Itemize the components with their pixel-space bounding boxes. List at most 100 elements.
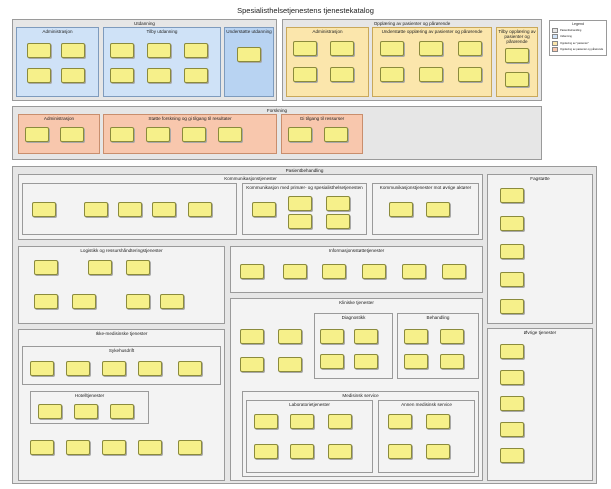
service-element[interactable]: [88, 260, 112, 275]
service-element[interactable]: [293, 67, 317, 82]
service-element[interactable]: [32, 202, 56, 217]
service-element[interactable]: [102, 361, 126, 376]
service-element[interactable]: [426, 444, 450, 459]
service-element[interactable]: [147, 68, 171, 83]
service-element[interactable]: [160, 294, 184, 309]
service-element[interactable]: [182, 127, 206, 142]
service-element[interactable]: [252, 202, 276, 217]
service-element[interactable]: [74, 404, 98, 419]
service-element[interactable]: [380, 67, 404, 82]
service-element[interactable]: [500, 272, 524, 287]
service-element[interactable]: [458, 67, 482, 82]
service-element[interactable]: [34, 294, 58, 309]
service-element[interactable]: [184, 43, 208, 58]
service-element[interactable]: [126, 260, 150, 275]
service-element[interactable]: [440, 354, 464, 369]
service-element[interactable]: [290, 444, 314, 459]
service-element[interactable]: [328, 444, 352, 459]
service-element[interactable]: [240, 329, 264, 344]
service-element[interactable]: [426, 202, 450, 217]
service-element[interactable]: [110, 127, 134, 142]
service-element[interactable]: [138, 440, 162, 455]
service-element[interactable]: [402, 264, 426, 279]
service-element[interactable]: [404, 354, 428, 369]
service-element[interactable]: [404, 329, 428, 344]
service-element[interactable]: [110, 404, 134, 419]
service-element[interactable]: [330, 67, 354, 82]
service-element[interactable]: [184, 68, 208, 83]
service-element[interactable]: [362, 264, 386, 279]
service-element[interactable]: [440, 329, 464, 344]
service-element[interactable]: [326, 214, 350, 229]
service-element[interactable]: [118, 202, 142, 217]
service-element[interactable]: [500, 370, 524, 385]
service-element[interactable]: [290, 414, 314, 429]
service-element[interactable]: [102, 440, 126, 455]
service-element[interactable]: [240, 264, 264, 279]
service-element[interactable]: [389, 202, 413, 217]
service-element[interactable]: [328, 414, 352, 429]
service-element[interactable]: [326, 196, 350, 211]
service-element[interactable]: [60, 127, 84, 142]
service-element[interactable]: [500, 344, 524, 359]
service-element[interactable]: [188, 202, 212, 217]
service-element[interactable]: [500, 396, 524, 411]
service-element[interactable]: [84, 202, 108, 217]
service-element[interactable]: [27, 68, 51, 83]
service-element[interactable]: [293, 41, 317, 56]
service-element[interactable]: [419, 67, 443, 82]
service-element[interactable]: [38, 404, 62, 419]
service-element[interactable]: [388, 444, 412, 459]
service-element[interactable]: [442, 264, 466, 279]
service-element[interactable]: [505, 72, 529, 87]
service-element[interactable]: [218, 127, 242, 142]
service-element[interactable]: [322, 264, 346, 279]
service-element[interactable]: [320, 354, 344, 369]
service-element[interactable]: [288, 127, 312, 142]
service-element[interactable]: [500, 216, 524, 231]
service-element[interactable]: [66, 440, 90, 455]
service-element[interactable]: [237, 47, 261, 62]
service-element[interactable]: [27, 43, 51, 58]
service-element[interactable]: [110, 68, 134, 83]
service-element[interactable]: [278, 329, 302, 344]
service-element[interactable]: [283, 264, 307, 279]
service-element[interactable]: [320, 329, 344, 344]
service-element[interactable]: [288, 196, 312, 211]
service-element[interactable]: [354, 354, 378, 369]
service-element[interactable]: [110, 43, 134, 58]
service-element[interactable]: [25, 127, 49, 142]
service-element[interactable]: [500, 299, 524, 314]
service-element[interactable]: [30, 361, 54, 376]
service-element[interactable]: [500, 448, 524, 463]
service-element[interactable]: [458, 41, 482, 56]
service-element[interactable]: [324, 127, 348, 142]
service-element[interactable]: [288, 214, 312, 229]
service-element[interactable]: [380, 41, 404, 56]
service-element[interactable]: [126, 294, 150, 309]
service-element[interactable]: [330, 41, 354, 56]
service-element[interactable]: [72, 294, 96, 309]
service-element[interactable]: [254, 444, 278, 459]
service-element[interactable]: [426, 414, 450, 429]
service-element[interactable]: [505, 48, 529, 63]
service-element[interactable]: [152, 202, 176, 217]
service-element[interactable]: [178, 361, 202, 376]
service-element[interactable]: [278, 357, 302, 372]
service-element[interactable]: [146, 127, 170, 142]
service-element[interactable]: [147, 43, 171, 58]
service-element[interactable]: [138, 361, 162, 376]
service-element[interactable]: [34, 260, 58, 275]
service-element[interactable]: [419, 41, 443, 56]
service-element[interactable]: [178, 440, 202, 455]
service-element[interactable]: [388, 414, 412, 429]
service-element[interactable]: [354, 329, 378, 344]
service-element[interactable]: [61, 43, 85, 58]
service-element[interactable]: [500, 244, 524, 259]
service-element[interactable]: [61, 68, 85, 83]
service-element[interactable]: [500, 188, 524, 203]
service-element[interactable]: [254, 414, 278, 429]
service-element[interactable]: [240, 357, 264, 372]
service-element[interactable]: [30, 440, 54, 455]
service-element[interactable]: [500, 422, 524, 437]
